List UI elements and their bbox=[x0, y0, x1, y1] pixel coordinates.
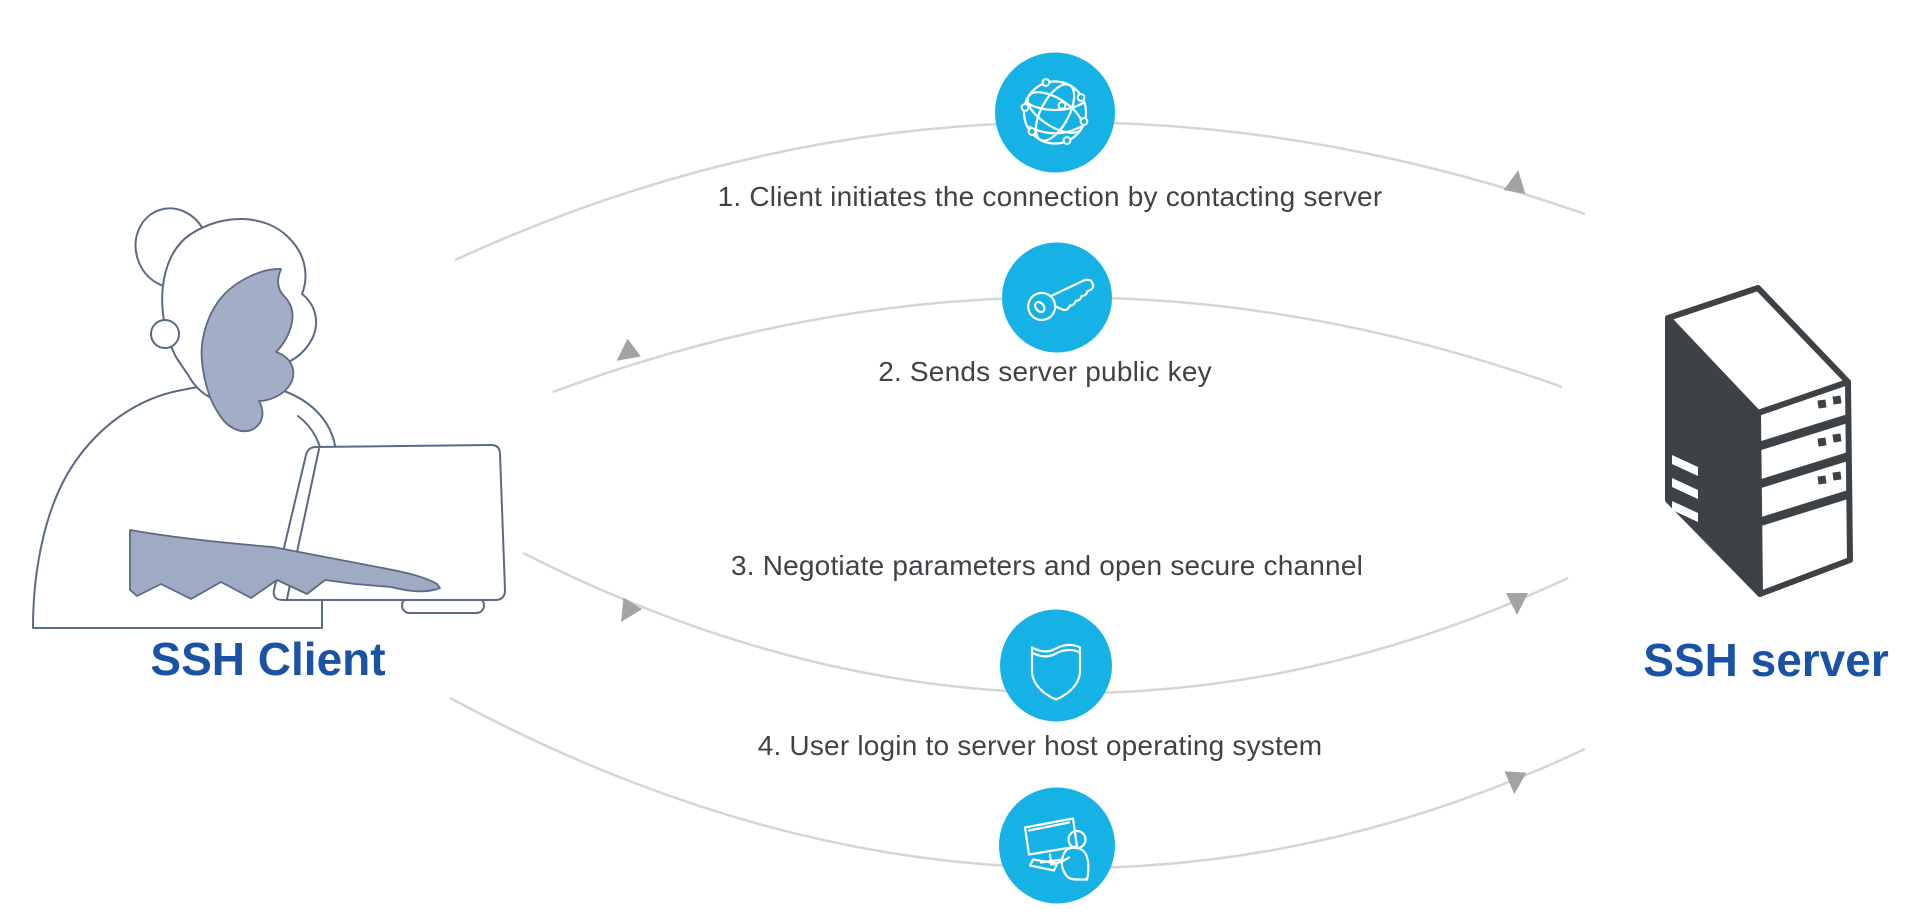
step-4-label: 4. User login to server host operating s… bbox=[757, 730, 1323, 761]
server-label: SSH server bbox=[1643, 634, 1889, 686]
server-led bbox=[1817, 399, 1827, 409]
server-vent bbox=[1672, 455, 1698, 476]
user-at-computer-icon bbox=[999, 787, 1115, 909]
server-led bbox=[1817, 437, 1827, 447]
client-label: SSH Client bbox=[150, 633, 386, 685]
arrowhead-step3-to-client bbox=[621, 597, 643, 623]
step-1-label: 1. Client initiates the connection by co… bbox=[717, 181, 1383, 212]
server-vent bbox=[1672, 478, 1698, 499]
shield-icon bbox=[1000, 609, 1112, 727]
globe-network-icon bbox=[995, 52, 1115, 178]
server-led bbox=[1832, 433, 1842, 443]
arrowhead-step1-to-server bbox=[1503, 170, 1526, 194]
client-face bbox=[200, 268, 295, 433]
arrowhead-step2-to-client bbox=[616, 338, 641, 361]
client-earring bbox=[150, 319, 180, 349]
client-person-illustration bbox=[32, 207, 506, 629]
server-bay-divider bbox=[1758, 452, 1848, 489]
server-vent bbox=[1672, 501, 1698, 522]
arrowhead-step3-to-server bbox=[1506, 593, 1528, 615]
server-led bbox=[1832, 395, 1842, 405]
server-tower-illustration bbox=[1665, 285, 1853, 597]
server-led bbox=[1832, 471, 1842, 481]
client-arm-hands bbox=[129, 529, 441, 600]
key-icon bbox=[1002, 242, 1112, 358]
server-front-face bbox=[1755, 379, 1853, 597]
step-2-label: 2. Sends server public key bbox=[878, 356, 1212, 387]
server-bay-divider bbox=[1758, 490, 1848, 527]
server-led bbox=[1817, 475, 1827, 485]
server-bay-divider bbox=[1758, 414, 1848, 451]
step-3-label: 3. Negotiate parameters and open secure … bbox=[730, 550, 1364, 581]
arrowhead-step4-to-server bbox=[1504, 771, 1527, 794]
